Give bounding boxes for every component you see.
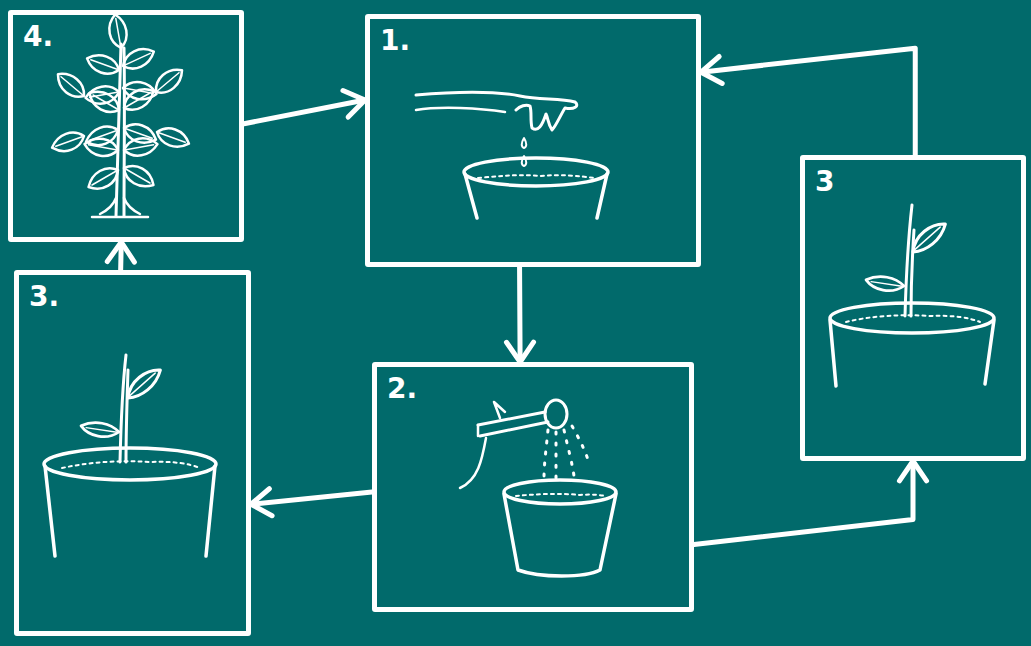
seedling-leaf [865, 270, 905, 296]
falling-seeds [522, 138, 527, 166]
step-number: 2. [387, 375, 417, 403]
arrow-line [701, 48, 915, 155]
step-frame: 3. [14, 270, 251, 636]
planting-drawing [416, 92, 608, 218]
seedling-stem [120, 355, 128, 462]
arrow-line [517, 267, 523, 362]
watering-can-handle [460, 402, 505, 488]
pot-soil [478, 175, 594, 178]
watering-drawing [460, 400, 616, 576]
arrow-head [107, 242, 134, 262]
pot-rim [830, 303, 994, 333]
step-frame: 1. [365, 14, 701, 267]
arrow-head [343, 91, 365, 118]
seedling-leaf [122, 366, 166, 401]
step-number: 1. [380, 27, 410, 55]
flow-arrow [251, 489, 372, 516]
arrow-head [899, 461, 926, 481]
seedling-drawing-left [44, 355, 216, 556]
tree-trunk [116, 44, 124, 216]
seedling-leaf [80, 416, 120, 442]
arrow-line [251, 492, 372, 504]
flow-arrow [701, 48, 915, 155]
arrow-line [244, 100, 365, 124]
hand [416, 92, 577, 130]
watering-can-spout [478, 412, 548, 436]
seedling-leaf [907, 220, 951, 255]
tree-leaves [49, 13, 192, 194]
pot-sides [830, 320, 994, 386]
seedling-stem [905, 205, 914, 316]
arrow-line [694, 461, 913, 545]
pot-body [504, 494, 616, 576]
step-number: 3. [29, 283, 59, 311]
pot-sides [45, 466, 215, 556]
seedling-drawing-right [830, 205, 994, 386]
step-number: 4. [23, 23, 53, 51]
step-frame: 3 [800, 155, 1026, 461]
pot-rim [504, 480, 616, 504]
arrow-head [701, 57, 722, 84]
tree-roots [92, 198, 148, 217]
arrow-line [118, 242, 124, 270]
pot-rim [464, 158, 608, 186]
watering-can-rose [545, 400, 567, 428]
pot-soil [846, 315, 980, 322]
step-frame: 2. [372, 362, 694, 612]
pot-rim [44, 448, 216, 480]
arrow-head [506, 342, 533, 362]
flow-arrow [244, 91, 365, 124]
arrow-head [251, 489, 272, 516]
step-frame: 4. [8, 10, 244, 242]
flow-arrow [694, 461, 927, 545]
water-drops [544, 426, 590, 480]
arm-underside [416, 108, 505, 112]
tree-drawing [49, 13, 192, 217]
pot-soil [62, 461, 200, 468]
pot-sides [465, 174, 607, 218]
step-number: 3 [815, 168, 834, 196]
flow-arrow [107, 242, 134, 270]
flow-arrow [506, 267, 533, 362]
pot-soil [516, 494, 606, 496]
